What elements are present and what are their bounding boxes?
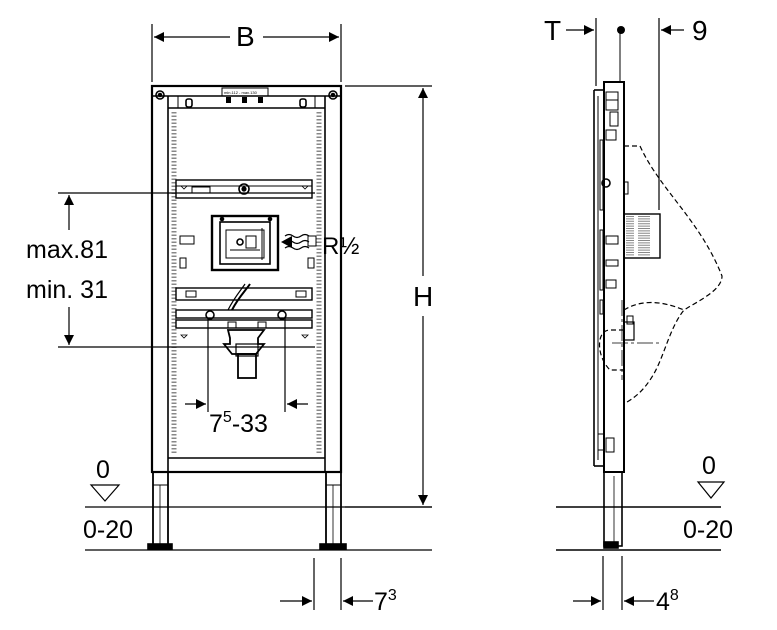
- frame-outer: [150, 84, 343, 474]
- front-view: [147, 84, 347, 550]
- connection-box: [210, 214, 280, 272]
- label-spacing: 75-33: [209, 409, 268, 438]
- side-connection: [623, 213, 661, 259]
- label-min: min. 31: [26, 276, 108, 304]
- label-floor-zero-right: 0: [702, 452, 716, 480]
- label-floor-zero-left: 0: [96, 456, 110, 484]
- front-dimensions: [58, 24, 432, 610]
- label-9: 9: [692, 15, 708, 46]
- side-dimensions: [566, 18, 684, 610]
- leg-left: [152, 471, 169, 547]
- label-floor-range-right: 0-20: [683, 516, 733, 544]
- label-b: B: [236, 21, 255, 52]
- label-floor-range-left: 0-20: [83, 516, 133, 544]
- side-view: [556, 30, 726, 551]
- label-t: T: [544, 15, 561, 46]
- leg-right: [325, 471, 342, 547]
- side-leg: [603, 471, 623, 547]
- urinal-outline: [623, 145, 723, 405]
- label-h: H: [413, 281, 433, 312]
- frame-plate-text: min.112 - max.130: [224, 90, 258, 95]
- label-max: max.81: [26, 236, 108, 264]
- label-foot-left: 73: [374, 587, 397, 616]
- center-point-icon: [617, 26, 625, 34]
- label-connection: R½: [322, 233, 359, 260]
- label-foot-right: 48: [656, 587, 679, 616]
